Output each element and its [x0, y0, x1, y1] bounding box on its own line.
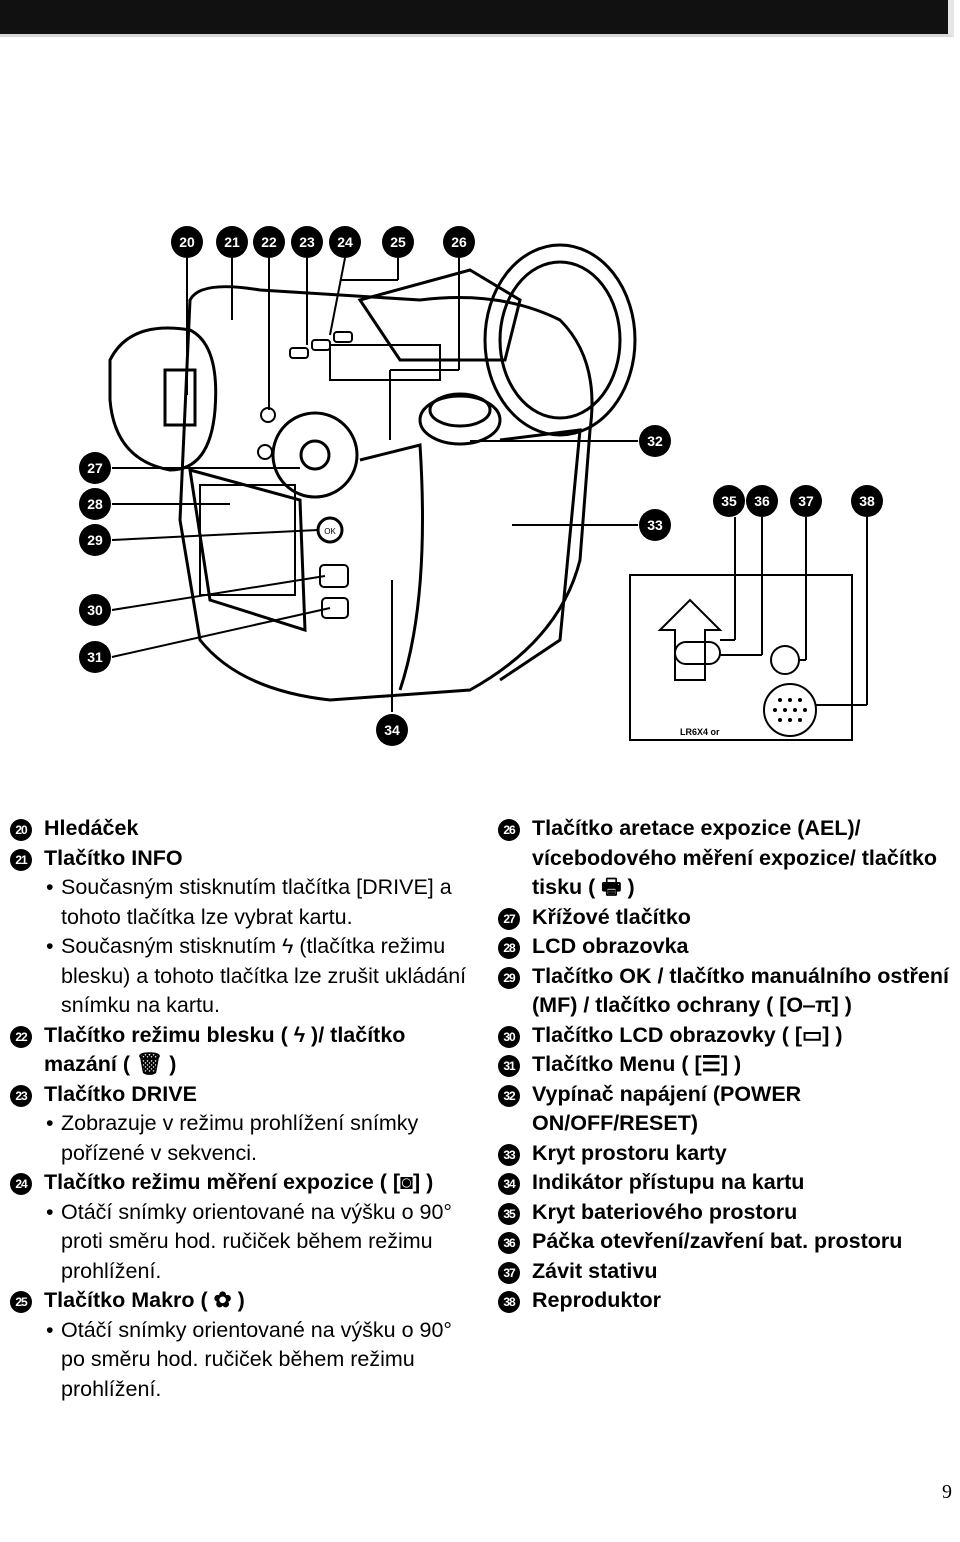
item-number: 26 [498, 819, 520, 841]
item-number: 31 [498, 1055, 520, 1077]
callout-28: 28 [87, 496, 103, 512]
callout-33: 33 [647, 517, 663, 533]
item-title: Tlačítko Menu ( [☰] ) [532, 1052, 742, 1076]
list-item: 25 Tlačítko Makro ( ✿ ) Otáčí snímky ori… [10, 1286, 480, 1404]
item-title: LCD obrazovka [532, 934, 689, 958]
panel-label: LR6X4 or [680, 727, 720, 737]
ok-label: OK [324, 527, 336, 536]
item-number: 27 [498, 907, 520, 930]
item-title: Kryt prostoru karty [532, 1140, 727, 1165]
item-number: 35 [498, 1202, 520, 1225]
callout-29: 29 [87, 532, 103, 548]
item-number: 30 [498, 1025, 520, 1048]
callout-30: 30 [87, 602, 103, 618]
list-item: 31 Tlačítko Menu ( [☰] ) [498, 1050, 953, 1080]
item-title: Kryt bateriového prostoru [532, 1199, 798, 1224]
list-item: 35 Kryt bateriového prostoru [498, 1198, 953, 1228]
item-title: Tlačítko DRIVE [44, 1081, 197, 1106]
list-item: 22 Tlačítko režimu blesku ( ϟ )/ tlačítk… [10, 1021, 480, 1080]
item-title: Reproduktor [532, 1288, 661, 1312]
item-title: Tlačítko aretace expozice (AEL)/ vícebod… [532, 816, 938, 899]
list-item: 38 Reproduktor [498, 1286, 953, 1316]
list-item: 21 Tlačítko INFO Současným stisknutím tl… [10, 844, 480, 1021]
item-number: 21 [10, 848, 32, 871]
item-number: 20 [10, 819, 32, 841]
list-item: 29 Tlačítko OK / tlačítko manuálního ostř… [498, 962, 953, 1021]
parts-list-right: 26 Tlačítko aretace expozice (AEL)/ víceb… [498, 814, 953, 1316]
item-title: Hledáček [44, 816, 139, 840]
item-note: Otáčí snímky orientované na výšku o 90° … [44, 1198, 480, 1287]
list-item: 30 Tlačítko LCD obrazovky ( [▭] ) [498, 1021, 953, 1051]
callout-27: 27 [87, 460, 103, 476]
item-title: Tlačítko Makro ( ✿ ) [44, 1288, 245, 1312]
list-item: 28 LCD obrazovka [498, 932, 953, 962]
item-number: 32 [498, 1084, 520, 1107]
callout-25: 25 [390, 234, 406, 250]
header-bar [0, 0, 954, 37]
item-title: Tlačítko režimu měření expozice ( [◙] ) [44, 1170, 434, 1194]
item-note: Současným stisknutím tlačítka [DRIVE] a … [44, 873, 480, 932]
item-number: 22 [10, 1025, 32, 1048]
list-item: 23 Tlačítko DRIVE Zobrazuje v režimu pro… [10, 1080, 480, 1169]
callout-23: 23 [299, 234, 315, 250]
callout-31: 31 [87, 649, 103, 665]
item-title: Vypínač napájení (POWER ON/OFF/RESET) [532, 1081, 802, 1136]
item-number: 33 [498, 1143, 520, 1166]
item-number: 28 [498, 937, 520, 959]
callout-22: 22 [261, 234, 277, 250]
item-title: Tlačítko LCD obrazovky ( [▭] ) [532, 1022, 843, 1047]
list-item: 32 Vypínač napájení (POWER ON/OFF/RESET) [498, 1080, 953, 1139]
page-number: 9 [942, 1481, 952, 1503]
camera-diagram: LR6X4 or OK 20 21 22 23 24 25 26 [79, 226, 883, 746]
item-title: Tlačítko INFO [44, 845, 183, 870]
callout-38: 38 [859, 493, 875, 509]
item-title: Tlačítko OK / tlačítko manuálního ostřen… [532, 963, 949, 1018]
item-number: 23 [10, 1084, 32, 1107]
item-number: 25 [10, 1291, 32, 1313]
list-item: 37 Závit stativu [498, 1257, 953, 1287]
item-number: 34 [498, 1173, 520, 1195]
list-item: 24 Tlačítko režimu měření expozice ( [◙]… [10, 1168, 480, 1286]
item-number: 24 [10, 1173, 32, 1195]
callout-34: 34 [384, 722, 400, 738]
list-item: 20 Hledáček [10, 814, 480, 844]
callout-32: 32 [647, 433, 663, 449]
callout-37: 37 [798, 493, 814, 509]
callout-20: 20 [179, 234, 195, 250]
list-item: 33 Kryt prostoru karty [498, 1139, 953, 1169]
item-title: Indikátor přístupu na kartu [532, 1170, 805, 1194]
callout-35: 35 [721, 493, 737, 509]
item-title: Tlačítko režimu blesku ( ϟ )/ tlačítko m… [44, 1022, 406, 1077]
item-number: 37 [498, 1261, 520, 1284]
callout-36: 36 [754, 493, 770, 509]
callout-21: 21 [224, 234, 240, 250]
list-item: 26 Tlačítko aretace expozice (AEL)/ víceb… [498, 814, 953, 903]
item-title: Křížové tlačítko [532, 904, 691, 929]
list-item: 36 Páčka otevření/zavření bat. prostoru [498, 1227, 953, 1257]
callout-26: 26 [451, 234, 467, 250]
item-number: 29 [498, 966, 520, 989]
item-note: Současným stisknutím ϟ (tlačítka režimu … [44, 932, 480, 1021]
item-number: 38 [498, 1291, 520, 1313]
callout-24: 24 [337, 234, 353, 250]
list-item: 34 Indikátor přístupu na kartu [498, 1168, 953, 1198]
item-title: Páčka otevření/zavření bat. prostoru [532, 1229, 903, 1253]
item-number: 36 [498, 1232, 520, 1254]
item-note: Zobrazuje v režimu prohlížení snímky poř… [44, 1109, 480, 1168]
item-title: Závit stativu [532, 1258, 658, 1283]
item-note: Otáčí snímky orientované na výšku o 90° … [44, 1316, 480, 1405]
parts-list-left: 20 Hledáček 21 Tlačítko INFO Současným s… [10, 814, 480, 1404]
list-item: 27 Křížové tlačítko [498, 903, 953, 933]
